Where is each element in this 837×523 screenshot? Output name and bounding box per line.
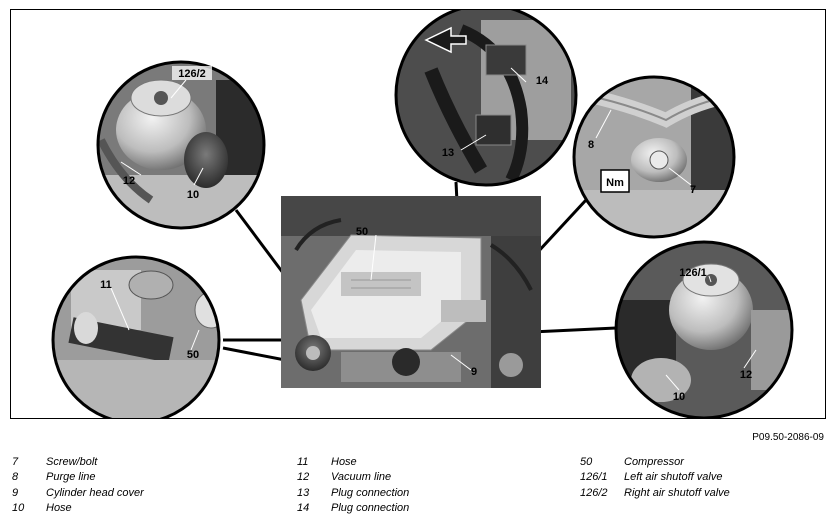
legend-number: 50 xyxy=(580,456,593,468)
legend-label: Screw/bolt xyxy=(46,456,98,468)
engine-photo xyxy=(281,196,541,388)
legend-label: Plug connection xyxy=(331,501,410,514)
legend-number: 126/2 xyxy=(580,486,608,499)
callout-126-2: 126/2 xyxy=(178,68,206,80)
legend-number: 126/1 xyxy=(580,471,608,484)
legend-label: Plug connection xyxy=(331,486,410,499)
legend-column-1: 7 Screw/bolt 8 Purge line 9 Cylinder head c… xyxy=(12,455,144,516)
torque-badge-label: Nm xyxy=(606,177,624,189)
callout-50-center: 50 xyxy=(356,226,368,238)
detail-circle-126-2 xyxy=(96,60,266,230)
legend-item: 13 Plug connection xyxy=(297,486,409,501)
callout-10-right: 10 xyxy=(673,391,685,403)
callout-8: 8 xyxy=(588,139,594,151)
legend-item: 8 Purge line xyxy=(12,470,144,485)
legend-label: Left air shutoff valve xyxy=(624,471,723,484)
legend-label: Purge line xyxy=(46,471,96,484)
legend-number: 10 xyxy=(12,501,25,514)
engine-diagram: Nm xyxy=(51,10,794,418)
legend-item: 9 Cylinder head cover xyxy=(12,486,144,501)
legend-number: 9 xyxy=(12,486,19,499)
callout-126-1: 126/1 xyxy=(679,267,707,279)
legend-item: 11 Hose xyxy=(297,455,409,470)
legend-label: Hose xyxy=(46,501,72,514)
torque-badge xyxy=(600,169,630,193)
detail-circle-plugs xyxy=(394,10,578,187)
legend-item: 10 Hose xyxy=(12,501,144,516)
callout-leaders xyxy=(110,67,757,391)
legend-item: 14 Plug connection xyxy=(297,501,409,516)
detail-circle-screw: Nm xyxy=(572,75,736,239)
legend-label: Cylinder head cover xyxy=(46,486,144,499)
callout-12: 12 xyxy=(123,175,135,187)
callout-10: 10 xyxy=(187,189,199,201)
callout-9: 9 xyxy=(471,366,477,378)
legend-number: 13 xyxy=(297,486,310,499)
legend-item: 126/2 Right air shutoff valve xyxy=(580,486,730,501)
callout-14: 14 xyxy=(536,75,549,87)
legend-item: 126/1 Left air shutoff valve xyxy=(580,470,730,485)
legend: 7 Screw/bolt 8 Purge line 9 Cylinder head c… xyxy=(0,455,837,523)
legend-item: 7 Screw/bolt xyxy=(12,455,144,470)
legend-number: 11 xyxy=(297,456,309,468)
callout-12-right: 12 xyxy=(740,369,752,381)
legend-label: Hose xyxy=(331,456,357,468)
callout-11: 11 xyxy=(100,279,112,291)
figure-reference: P09.50-2086-09 xyxy=(752,432,824,443)
legend-number: 8 xyxy=(12,471,19,484)
legend-item: 12 Vacuum line xyxy=(297,470,409,485)
detail-circle-hose xyxy=(51,255,221,418)
legend-label: Compressor xyxy=(624,456,684,468)
legend-number: 14 xyxy=(297,501,310,514)
legend-label: Right air shutoff valve xyxy=(624,486,730,499)
figure-frame: Nm xyxy=(10,9,826,419)
legend-number: 7 xyxy=(12,456,19,468)
legend-column-3: 50 Compressor 126/1 Left air shutoff valve… xyxy=(580,455,730,501)
callout-7: 7 xyxy=(690,184,696,196)
legend-number: 12 xyxy=(297,471,310,484)
legend-item: 50 Compressor xyxy=(580,455,730,470)
callout-13: 13 xyxy=(442,147,454,159)
callout-50: 50 xyxy=(187,349,199,361)
legend-label: Vacuum line xyxy=(331,471,392,484)
